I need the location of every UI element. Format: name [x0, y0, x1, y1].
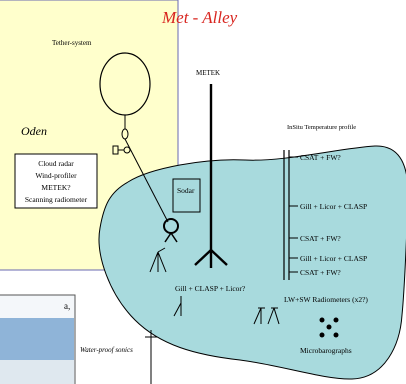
profile-level-label: Gill + Licor + CLASP	[300, 254, 367, 263]
winch-drum-icon	[123, 146, 131, 154]
radiometer-leg	[267, 307, 275, 325]
microbarograph-dot	[326, 324, 332, 330]
profile-level-label: Gill + Licor + CLASP	[300, 202, 367, 211]
microbarograph-dot	[333, 332, 339, 338]
microbarographs-label: Microbarographs	[300, 346, 352, 355]
microbarograph-dot	[319, 317, 325, 323]
ship-instrument-item: Wind-profiler	[35, 171, 77, 180]
insitu-label: InSitu Temperature profile	[287, 124, 356, 131]
sonic-tripod-leg	[149, 251, 159, 273]
ship-instrument-item: METEK?	[41, 183, 71, 192]
metek-label: METEK	[196, 69, 220, 77]
microbarograph-dot	[319, 332, 325, 338]
sodar-label: Sodar	[177, 186, 195, 195]
gill-station-leg	[173, 302, 182, 317]
tether-system-label: Tether-system	[52, 39, 92, 47]
radiometer-leg	[273, 307, 280, 325]
radiometers-label: LW+SW Radiometers (x2?)	[284, 295, 368, 304]
photo-caption-fragment: a,	[64, 301, 70, 311]
sonic-tripod-leg	[157, 251, 167, 273]
ship-instruments-box	[14, 153, 98, 209]
metek-leg	[194, 249, 212, 266]
radiometer-leg	[253, 307, 262, 325]
profile-level-label: CSAT + FW?	[300, 153, 341, 162]
ship-instrument-item: Cloud radar	[38, 159, 74, 168]
winch-station-leg	[170, 232, 178, 243]
winch-station-leg	[164, 232, 172, 243]
gill-clasp-licor-label: Gill + CLASP + Licor?	[175, 284, 246, 293]
waterproof-sonics-label: Water-proof sonics	[80, 346, 133, 354]
oden-label: Oden	[21, 124, 47, 138]
microbarograph-dot	[333, 317, 339, 323]
metek-leg	[210, 249, 228, 266]
tether-cable	[124, 138, 169, 223]
sonic-tripod-arm	[157, 247, 166, 253]
ship-instrument-item: Scanning radiometer	[25, 195, 88, 204]
profile-level-label: CSAT + FW?	[300, 234, 341, 243]
photo-fragment-ice	[0, 360, 74, 384]
profile-level-label: CSAT + FW?	[300, 268, 341, 277]
sodar-box	[172, 178, 201, 213]
diagram-title: Met - Alley	[161, 8, 238, 27]
